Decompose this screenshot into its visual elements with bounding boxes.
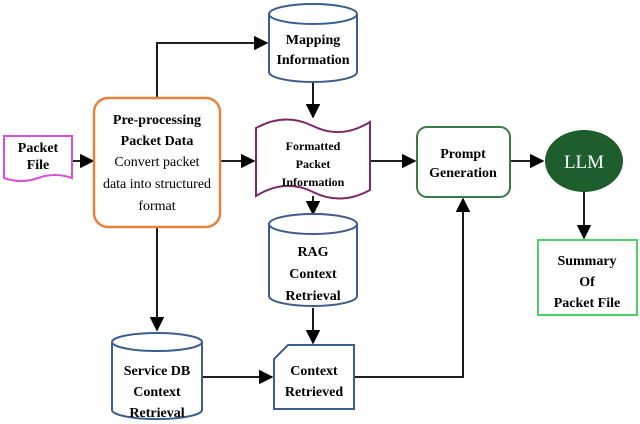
formatted-node: Formatted Packet Information <box>255 118 371 200</box>
mapping-line-2: Information <box>276 53 349 68</box>
preprocessing-line-1: Pre-processing <box>113 113 201 128</box>
preprocessing-node: Pre-processing Packet Data Convert packe… <box>92 96 222 229</box>
rag-line-2: Context <box>289 267 337 282</box>
llm-node: LLM <box>545 130 623 192</box>
formatted-line-2: Packet <box>296 157 331 171</box>
prompt-node: Prompt Generation <box>416 126 511 198</box>
packet-file-shape <box>3 135 73 182</box>
preprocessing-line-4: data into structured <box>103 177 211 192</box>
mapping-cylinder-top <box>268 3 358 25</box>
preprocessing-line-5: format <box>138 199 175 214</box>
llm-label: LLM <box>564 152 604 173</box>
prompt-line-2: Generation <box>429 166 497 181</box>
prompt-line-1: Prompt <box>440 147 486 162</box>
servicedb-node: Service DB Context Retrieval <box>111 332 203 421</box>
mapping-cylinder-body <box>268 14 358 83</box>
summary-line-2: Of <box>579 275 595 290</box>
mapping-line-1: Mapping <box>286 33 340 48</box>
context-retrieved-node: Context Retrieved <box>273 344 355 410</box>
rag-cylinder-body <box>268 224 358 307</box>
summary-shape <box>537 239 638 316</box>
prompt-shape <box>416 126 511 198</box>
rag-node: RAG Context Retrieval <box>268 213 358 307</box>
summary-line-3: Packet File <box>554 296 620 311</box>
servicedb-line-3: Retrieval <box>129 406 184 421</box>
rag-line-3: Retrieval <box>285 289 340 304</box>
packet-file-line-2: File <box>27 158 50 173</box>
servicedb-cylinder-body <box>111 342 203 420</box>
formatted-line-3: Information <box>282 175 345 189</box>
formatted-line-1: Formatted <box>286 139 341 153</box>
context-retrieved-line-2: Retrieved <box>285 385 344 400</box>
preprocessing-line-3: Convert packet <box>114 155 199 170</box>
servicedb-line-2: Context <box>133 385 181 400</box>
arrow-preprocessing-to-mapping <box>156 35 269 97</box>
preprocessing-shape <box>92 96 222 229</box>
summary-node: Summary Of Packet File <box>537 239 638 316</box>
preprocessing-line-2: Packet Data <box>121 134 194 149</box>
arrow-contextretrieved-to-prompt <box>354 197 471 378</box>
llm-shape <box>545 130 623 192</box>
context-retrieved-shape <box>273 344 355 410</box>
servicedb-line-1: Service DB <box>124 364 190 379</box>
mapping-node: Mapping Information <box>268 3 358 83</box>
packet-file-line-1: Packet <box>18 141 59 156</box>
servicedb-cylinder-top <box>111 332 203 352</box>
rag-cylinder-top <box>268 213 358 235</box>
summary-line-1: Summary <box>557 254 616 269</box>
rag-line-1: RAG <box>297 245 328 260</box>
context-retrieved-line-1: Context <box>290 364 338 379</box>
packet-file-node: Packet File <box>3 135 73 182</box>
formatted-shape <box>255 118 371 200</box>
